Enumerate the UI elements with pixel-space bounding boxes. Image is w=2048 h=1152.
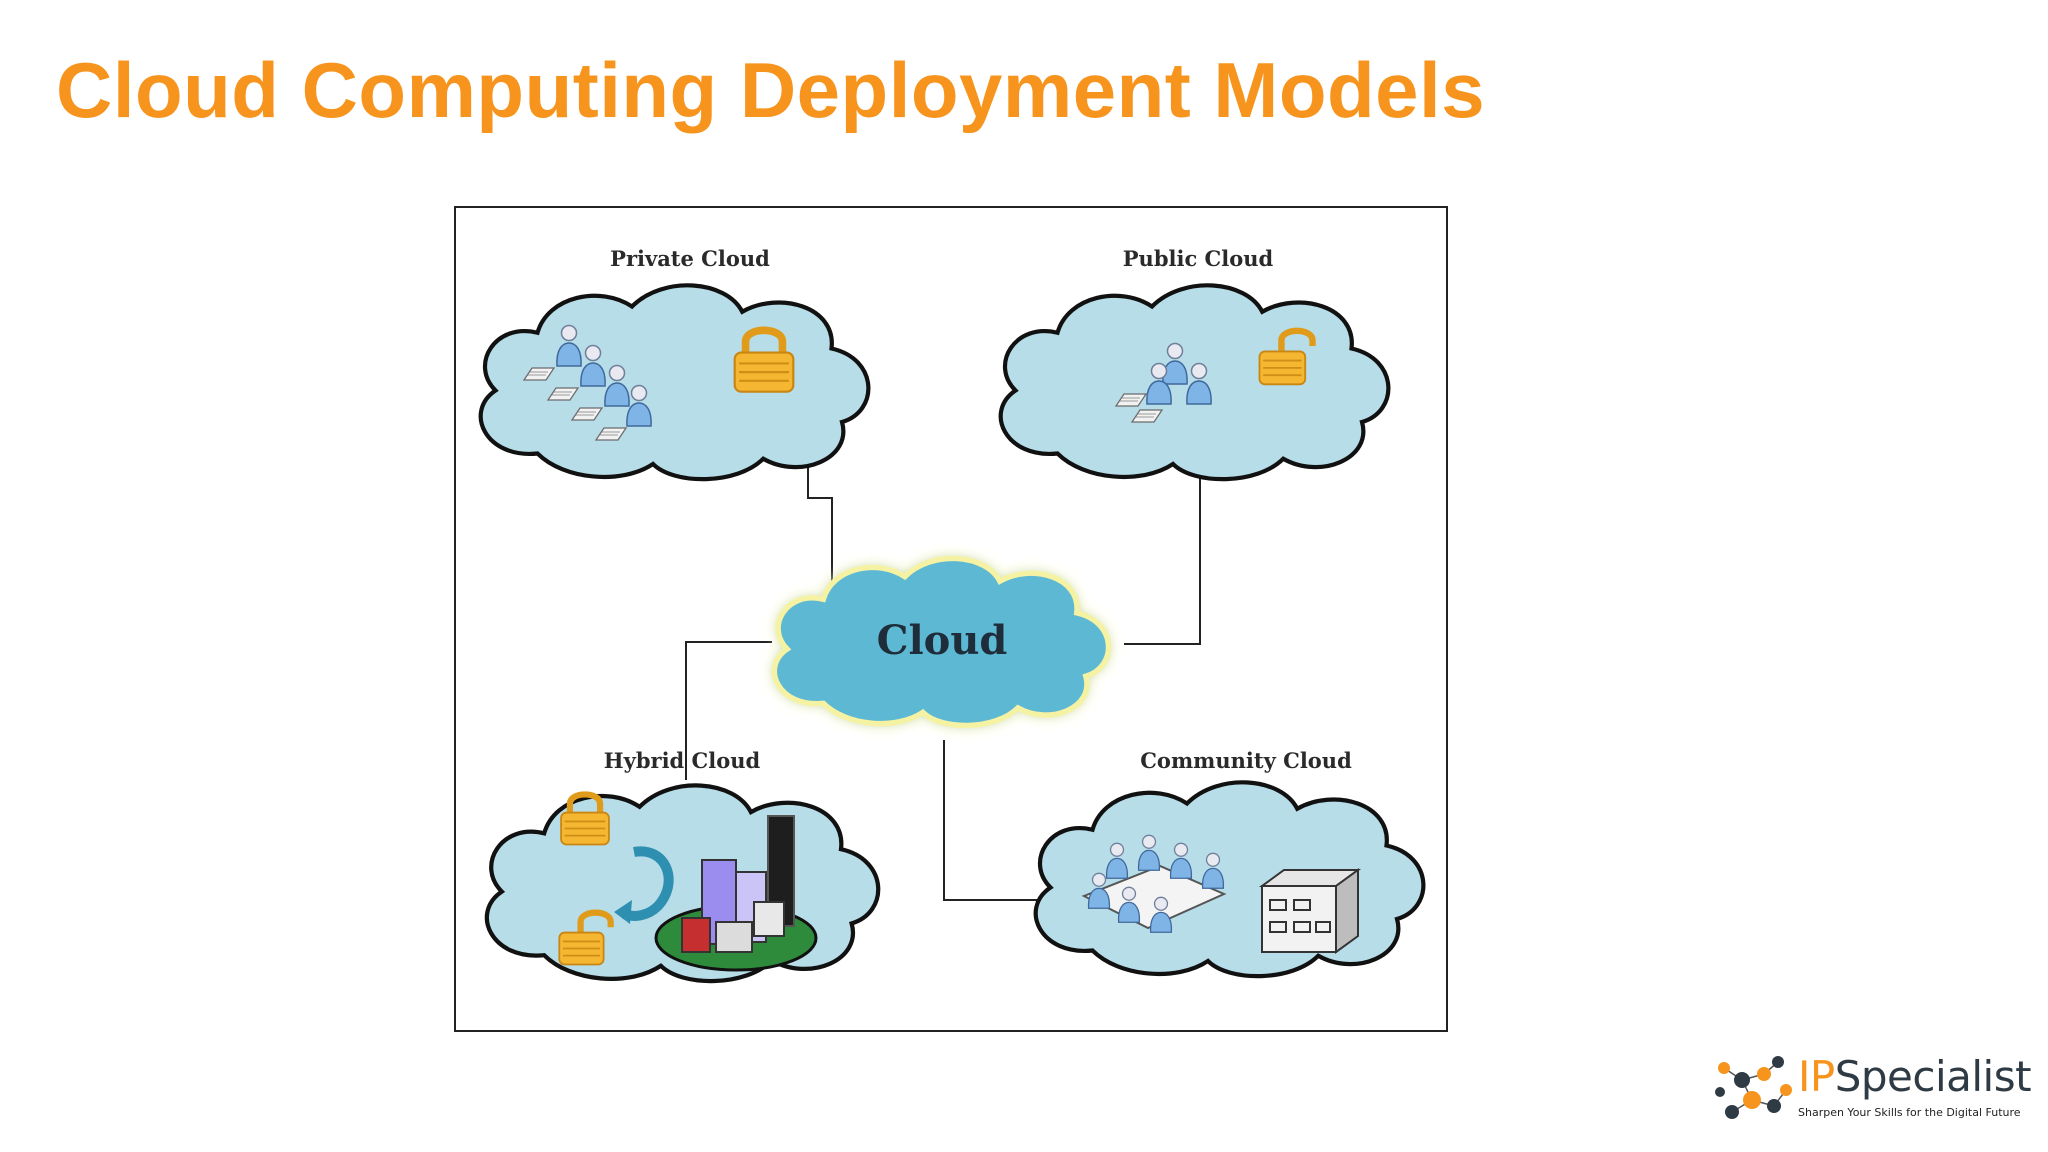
buildings-icon [654,815,818,972]
deployment-models-diagram: Private Cloud Public Cloud Hybrid Cloud … [454,206,1448,1032]
connector-community [943,740,1038,901]
center-cloud-label: Cloud [877,617,1008,664]
private-cloud-label: Private Cloud [610,246,770,271]
logo-tagline: Sharpen Your Skills for the Digital Futu… [1798,1106,2021,1119]
ipspecialist-logo: IPSpecialist Sharpen Your Skills for the… [1712,1050,2032,1130]
public-cloud-label: Public Cloud [1123,246,1274,271]
sync-arrow-icon [622,846,674,921]
hybrid-cloud-node [487,785,878,981]
logo-specialist: Specialist [1834,1052,2032,1101]
slide-title: Cloud Computing Deployment Models [56,46,1486,134]
community-cloud-label: Community Cloud [1140,748,1352,773]
connector-private [807,458,833,582]
logo-ip: IP [1798,1052,1835,1101]
meeting-icon [1081,834,1227,933]
server-icon [1258,868,1362,954]
connector-public [1124,476,1201,645]
connector-lines [685,458,1201,901]
logo-wordmark: IPSpecialist [1798,1056,2032,1098]
community-cloud-node [1036,782,1424,976]
connector-hybrid [685,641,772,780]
hybrid-cloud-label: Hybrid Cloud [604,748,761,773]
logo-dots-icon [1715,1056,1792,1119]
